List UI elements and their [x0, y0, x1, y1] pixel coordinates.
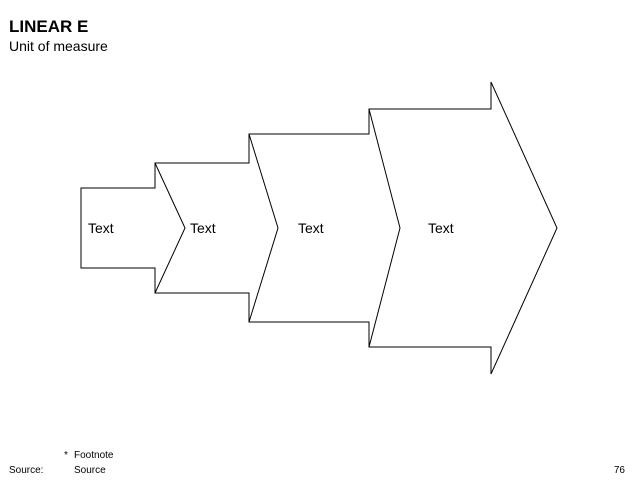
- arrow-step-4-label: Text: [428, 220, 454, 236]
- arrow-step-2-label: Text: [190, 220, 216, 236]
- arrow-step-2: [154, 133, 279, 323]
- source-text: Source: [74, 465, 106, 476]
- page-title: LINEAR E: [9, 17, 89, 36]
- arrow-step-1: [80, 162, 186, 294]
- source-label: Source:: [9, 465, 44, 476]
- footnote-text: Footnote: [74, 450, 114, 461]
- footnote-marker: *: [64, 450, 68, 461]
- arrow-step-4: [368, 81, 558, 375]
- page-subtitle: Unit of measure: [9, 38, 108, 54]
- arrow-step-3: [248, 108, 401, 348]
- arrow-step-3-label: Text: [298, 220, 324, 236]
- page-number: 76: [613, 465, 625, 476]
- arrow-step-1-label: Text: [88, 220, 114, 236]
